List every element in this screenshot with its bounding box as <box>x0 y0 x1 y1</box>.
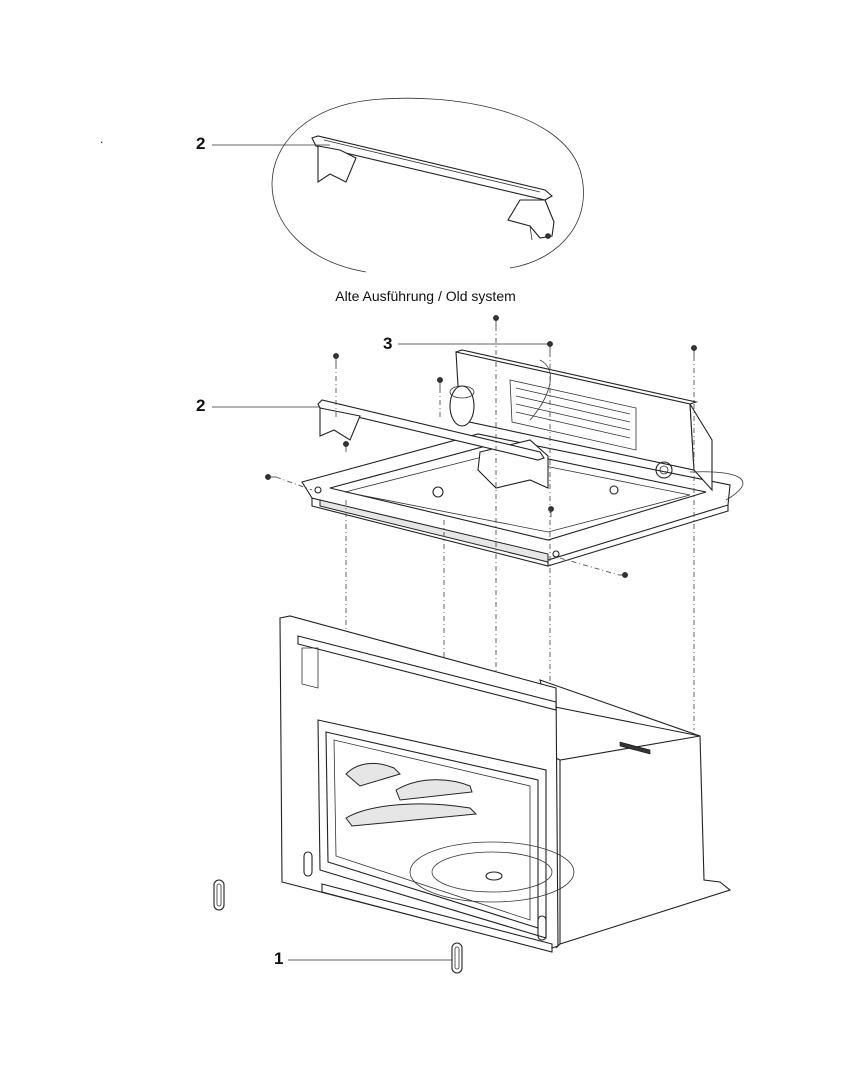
screw <box>547 341 553 352</box>
old-system-detail <box>271 97 584 273</box>
foot-right <box>451 942 463 974</box>
mounting-plate-assembly <box>301 349 744 567</box>
foot-left <box>213 879 225 911</box>
screws <box>265 315 697 578</box>
screw <box>619 572 628 578</box>
screw <box>265 474 276 480</box>
screw <box>333 353 339 364</box>
screw <box>493 315 499 326</box>
old-system-caption: Alte Ausführung / Old system <box>335 288 516 304</box>
assembly-guide-lines <box>275 326 695 820</box>
dot-mark: . <box>100 132 104 146</box>
screw <box>691 345 697 356</box>
new-bracket <box>317 399 545 461</box>
callout-number-detail-part: 2 <box>196 134 206 153</box>
screw <box>437 377 443 388</box>
oven-cavity <box>279 615 732 953</box>
screw <box>343 441 349 452</box>
callout-number-bracket: 2 <box>196 396 206 415</box>
callout-number-foot: 1 <box>274 949 284 968</box>
callout-number-cable-harness: 3 <box>383 334 393 353</box>
